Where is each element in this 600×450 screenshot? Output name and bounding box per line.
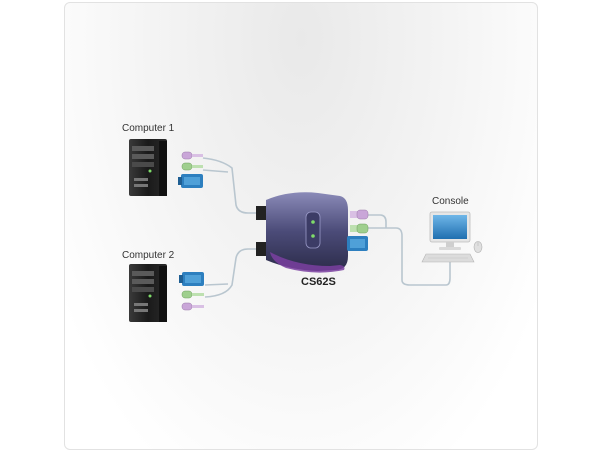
computer-tower-icon: [129, 139, 167, 196]
ps2-connector-icon: [181, 151, 203, 171]
keyboard-icon: [421, 253, 475, 263]
cable-console: [368, 227, 451, 286]
vga-connector-icon: [179, 272, 204, 286]
computer-tower-icon: [129, 264, 167, 322]
monitor-icon: [429, 211, 471, 250]
computer2-label: Computer 2: [122, 250, 175, 261]
console-label: Console: [432, 196, 469, 207]
mouse-icon: [473, 241, 483, 253]
ps2-connector-icon: [350, 209, 369, 234]
cable-computer1: [202, 157, 260, 214]
vga-connector-icon: [178, 174, 203, 188]
switch-model-label: CS62S: [301, 276, 336, 288]
cable-console-b: [368, 214, 387, 228]
vga-connector-icon: [347, 236, 368, 251]
cable-computer2-b: [204, 283, 229, 286]
cable-computer1-b: [202, 169, 229, 173]
cable-computer2: [204, 248, 260, 298]
kvm-switch-icon: [256, 192, 348, 273]
cables: [202, 157, 451, 298]
ps2-connector-icon: [181, 290, 204, 311]
computer1-label: Computer 1: [122, 123, 175, 134]
